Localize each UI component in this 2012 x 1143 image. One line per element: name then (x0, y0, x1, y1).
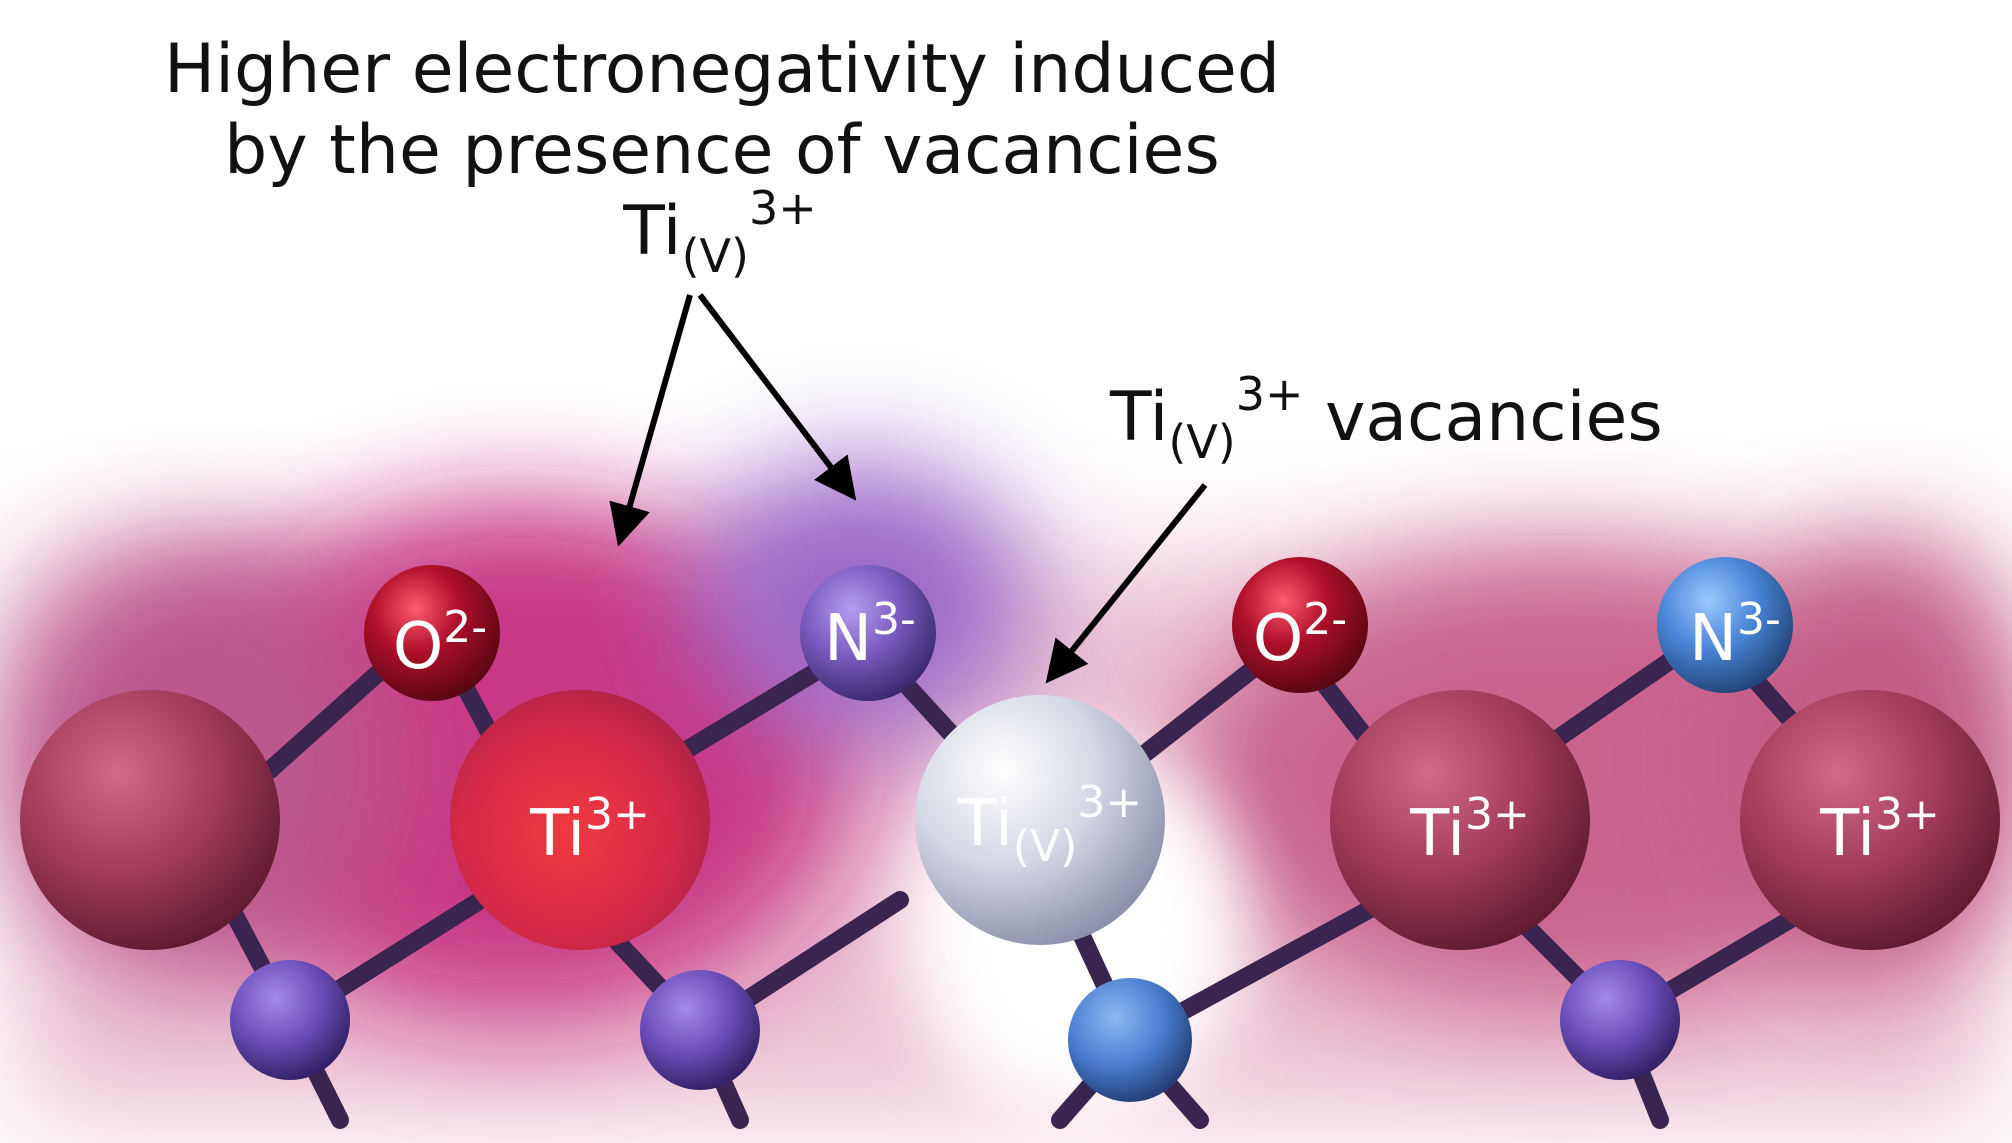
label-sup: 2- (1303, 594, 1347, 645)
o-atom-right (1232, 557, 1368, 693)
label-base: O (393, 610, 443, 684)
label-base: Ti (1819, 797, 1875, 871)
label-sup: 3+ (1875, 789, 1940, 840)
arrow-to-o-region (609, 294, 693, 547)
top-annotation: Higher electronegativity induced by the … (164, 30, 1280, 283)
n-atom-left (800, 565, 936, 701)
ti-atom-right (1740, 690, 2000, 950)
label-base: Ti (529, 797, 585, 871)
arrow-to-vacancy (1045, 483, 1208, 684)
label-sup: 3- (872, 594, 916, 645)
vacancies-label: Ti(V)3+ vacancies (1109, 367, 1663, 469)
atom-labels: O2- N3- Ti3+ Ti(V)3+ O2- N3- Ti3+ Ti3+ (393, 594, 1940, 872)
label-base: N (1689, 602, 1737, 676)
ti-atom-mid (1330, 690, 1590, 950)
species-sub: (V) (682, 229, 749, 283)
vac-base: Ti (1109, 378, 1168, 457)
label-sup: 3- (1737, 594, 1781, 645)
annotation-line-2: by the presence of vacancies (224, 111, 1220, 190)
label-ti-left: Ti3+ (529, 789, 650, 871)
label-ti-mid: Ti3+ (1409, 789, 1530, 871)
o-atom-left (364, 565, 500, 701)
anion-atoms (364, 557, 1793, 701)
lower-atoms (230, 960, 1680, 1102)
annotation-species: Ti(V)3+ (622, 181, 817, 283)
label-sub: (V) (1013, 821, 1077, 872)
label-sup: 3+ (1077, 777, 1142, 828)
label-n-left: N3- (824, 594, 916, 676)
right-annotation: Ti(V)3+ vacancies (1109, 367, 1663, 469)
species-base: Ti (622, 192, 681, 271)
species-sup: 3+ (749, 181, 817, 235)
ti-atom-edge (20, 690, 280, 950)
arrows (609, 293, 1208, 684)
label-o-right: O2- (1253, 594, 1347, 676)
label-n-right: N3- (1689, 594, 1781, 676)
label-base: N (824, 602, 872, 676)
label-ti-vacancy: Ti(V)3+ (957, 777, 1142, 872)
label-ti-right: Ti3+ (1819, 789, 1940, 871)
ti-atom-left (450, 690, 710, 950)
label-base: Ti (957, 787, 1013, 861)
label-sup: 3+ (1465, 789, 1530, 840)
annotation-line-1: Higher electronegativity induced (164, 30, 1280, 109)
label-base: O (1253, 602, 1303, 676)
vac-sub: (V) (1168, 415, 1235, 469)
vac-suffix: vacancies (1304, 378, 1663, 457)
label-sup: 3+ (585, 789, 650, 840)
ti-atom-vacancy (915, 695, 1165, 945)
arrow-to-n-atom (697, 293, 857, 501)
vac-sup: 3+ (1236, 367, 1304, 421)
label-o-left: O2- (393, 602, 487, 684)
label-base: Ti (1409, 797, 1465, 871)
label-sup: 2- (443, 602, 487, 653)
n-atom-right (1657, 557, 1793, 693)
titanium-atoms (20, 690, 2000, 950)
